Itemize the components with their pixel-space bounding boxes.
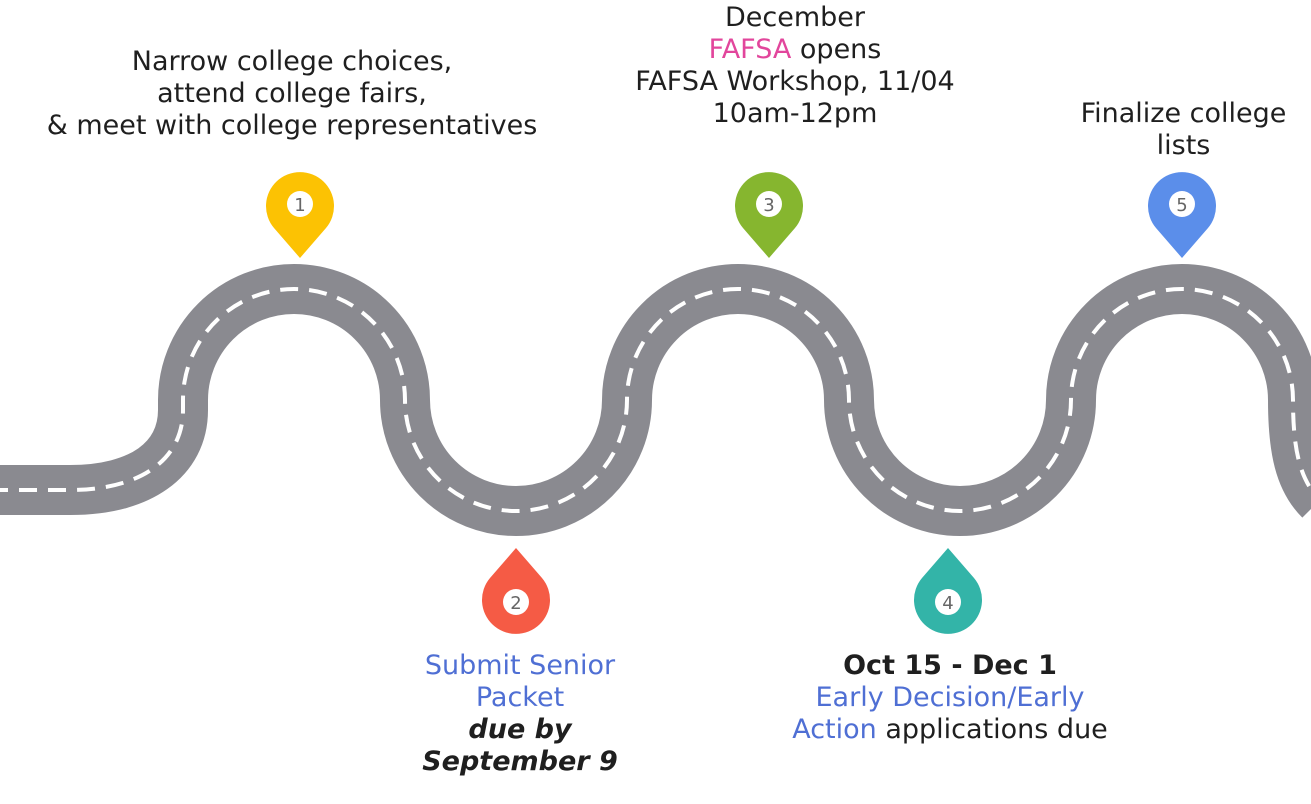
fafsa-link[interactable]: FAFSA xyxy=(708,34,792,65)
senior-packet-link-cont[interactable]: Packet xyxy=(475,682,565,713)
early-decision-link[interactable]: Early Decision/Early xyxy=(815,682,1085,713)
milestone-3-number: 3 xyxy=(763,195,774,216)
milestone-2-label: Submit Senior Packet due by September 9 xyxy=(380,650,660,778)
milestone-4-label: Oct 15 - Dec 1 Early Decision/Early Acti… xyxy=(760,650,1140,746)
milestone-4-pin: 4 xyxy=(914,548,982,634)
milestone-4-number: 4 xyxy=(942,593,953,614)
milestone-3-label: December FAFSA opens FAFSA Workshop, 11/… xyxy=(635,2,955,129)
milestone-3-pin: 3 xyxy=(735,172,803,258)
milestone-1-label: Narrow college choices, attend college f… xyxy=(46,46,538,141)
road-asphalt xyxy=(0,264,1311,536)
senior-packet-link[interactable]: Submit Senior xyxy=(424,650,616,681)
milestone-2-number: 2 xyxy=(510,593,521,614)
milestone-5-number: 5 xyxy=(1176,195,1187,216)
milestone-2-pin: 2 xyxy=(482,548,550,634)
early-action-link[interactable]: Action xyxy=(792,714,877,745)
milestone-1-number: 1 xyxy=(294,195,305,216)
milestone-1-pin: 1 xyxy=(266,172,334,258)
milestone-5-label: Finalize college lists xyxy=(1080,98,1287,161)
milestone-5-pin: 5 xyxy=(1148,172,1216,258)
